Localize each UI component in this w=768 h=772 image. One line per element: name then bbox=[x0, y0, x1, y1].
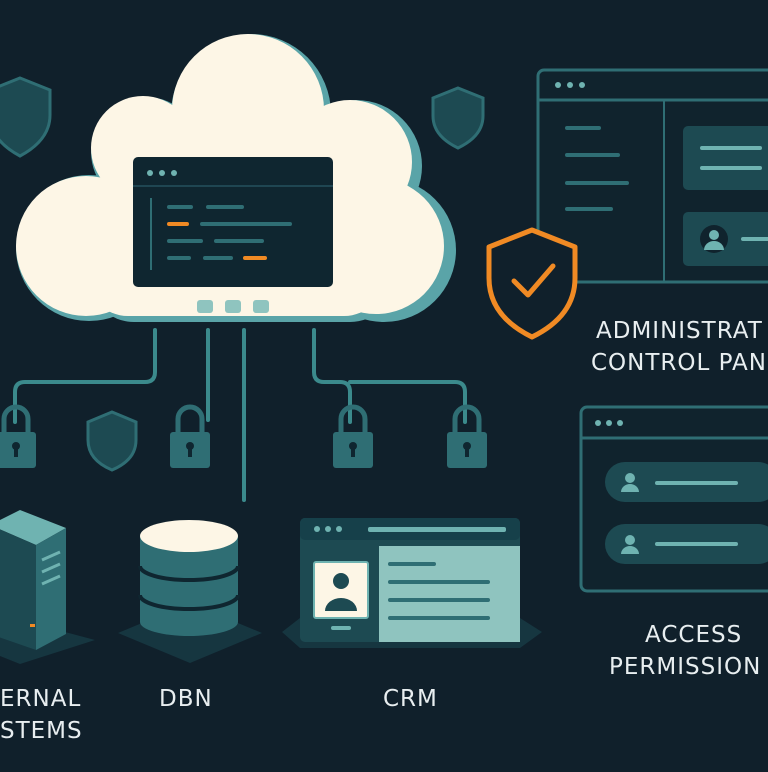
server-icon bbox=[0, 510, 95, 664]
connectors bbox=[13, 328, 467, 502]
shield-icon bbox=[86, 410, 138, 472]
user-icon bbox=[621, 473, 639, 492]
padlock-icon bbox=[333, 404, 373, 468]
cloud-indicator bbox=[197, 300, 213, 313]
access-permissions-window bbox=[579, 405, 768, 593]
padlock-icon bbox=[0, 404, 36, 468]
user-icon bbox=[325, 573, 357, 611]
database-icon bbox=[118, 520, 262, 663]
shield-check-icon bbox=[486, 227, 578, 340]
padlock-icon bbox=[447, 404, 487, 468]
user-icon bbox=[704, 230, 724, 250]
cloud-indicator bbox=[253, 300, 269, 313]
label-external-systems-line1: ERNAL bbox=[0, 686, 82, 712]
label-admin-line1: ADMINISTRAT bbox=[596, 318, 763, 344]
admin-panel-window bbox=[536, 68, 768, 284]
padlock-icon bbox=[170, 404, 210, 468]
user-icon bbox=[621, 535, 639, 554]
crm-window bbox=[282, 518, 542, 648]
shield-icon bbox=[0, 76, 52, 158]
cloud-code-window bbox=[133, 157, 333, 287]
shield-icon bbox=[431, 86, 485, 150]
label-crm: CRM bbox=[383, 686, 438, 712]
cloud-indicator bbox=[225, 300, 241, 313]
label-external-systems-line2: STEMS bbox=[0, 718, 83, 744]
label-database: DBN bbox=[159, 686, 213, 712]
label-admin-line2: CONTROL PAN bbox=[591, 350, 767, 376]
label-access-line1: ACCESS bbox=[645, 622, 743, 648]
label-access-line2: PERMISSION bbox=[609, 654, 762, 680]
